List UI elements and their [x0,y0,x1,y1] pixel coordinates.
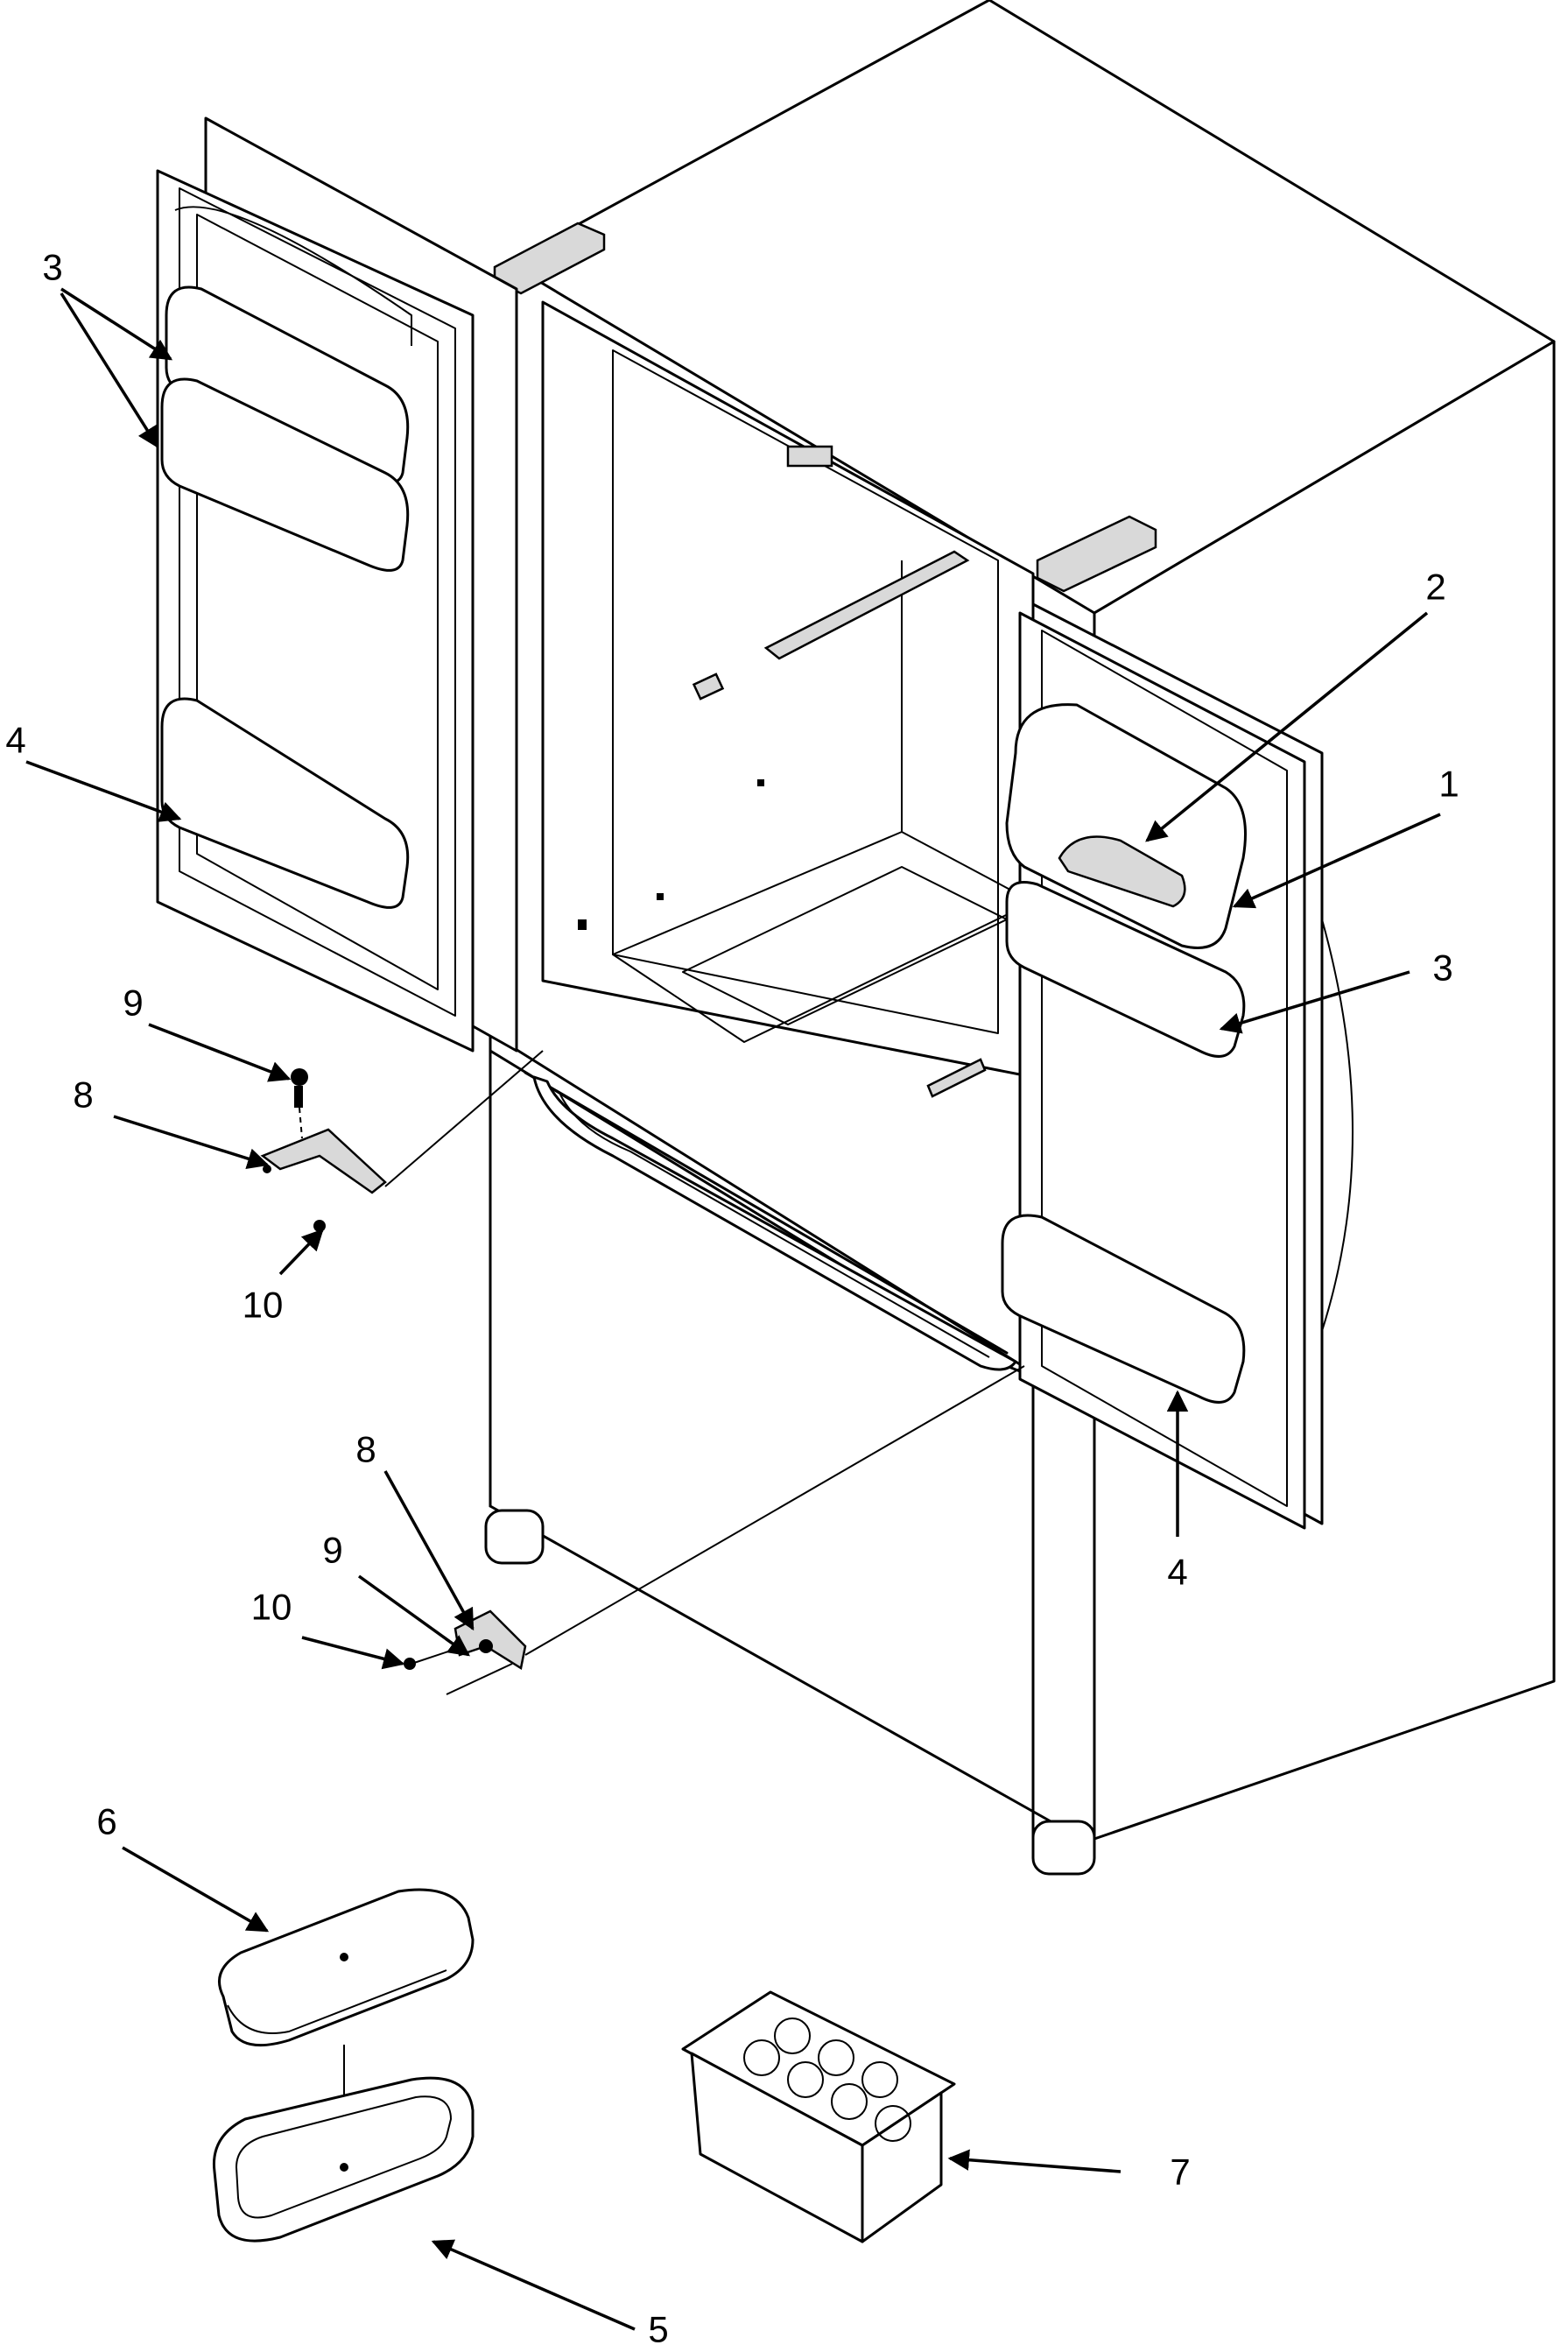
callout-3-right: 3 [1432,947,1452,989]
callout-4-left: 4 [5,720,25,761]
callout-5: 5 [648,2309,668,2350]
callout-1: 1 [1438,764,1459,805]
callout-6: 6 [96,1801,116,1842]
callout-2: 2 [1425,567,1445,608]
freezer-drawer [484,1049,1096,1876]
leader-lines [25,287,1441,2331]
left-door [156,116,518,1053]
callout-7: 7 [1170,2151,1190,2193]
egg-bin [681,1990,956,2243]
butter-tray [212,2076,475,2243]
callout-4-right: 4 [1167,1552,1187,1593]
butter-cover [218,1888,475,2047]
upper-hinge-assembly [260,1050,544,1232]
right-door [1001,602,1354,1530]
callout-9-lower: 9 [322,1530,342,1571]
callout-10-upper: 10 [243,1285,284,1326]
callout-8-lower: 8 [355,1429,376,1470]
callout-8-upper: 8 [73,1074,93,1116]
callout-10-lower: 10 [251,1587,292,1628]
fresh-food-compartment [493,222,1157,1098]
callout-9-upper: 9 [123,982,143,1024]
callout-3-left: 3 [42,247,62,288]
callout-labels: 1 2 3 3 4 4 5 6 7 8 8 9 9 10 10 [5,247,1459,2350]
